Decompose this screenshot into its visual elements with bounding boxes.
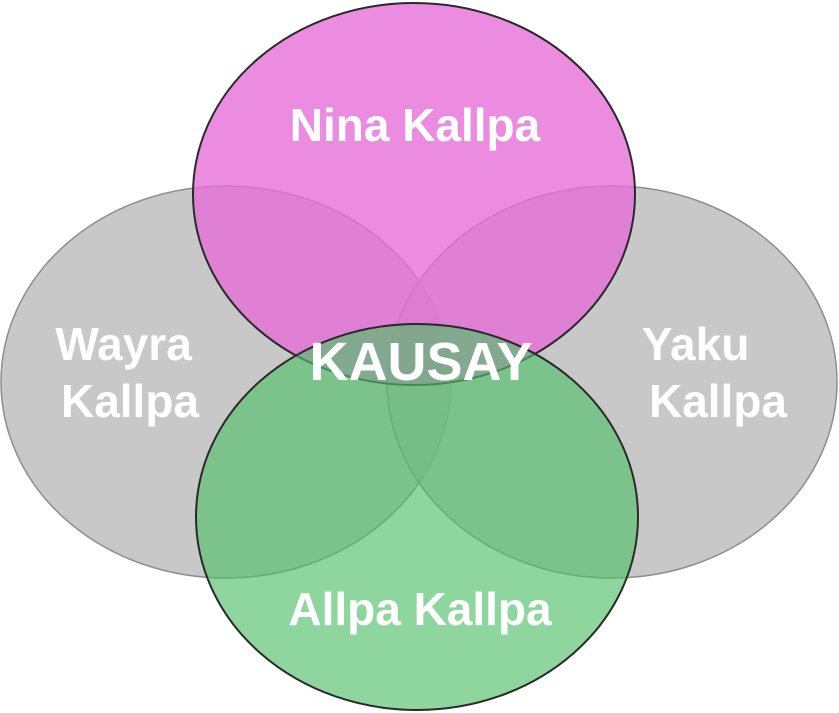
label-nina-kallpa: Nina Kallpa <box>290 99 541 151</box>
label-yaku-line-2: Kallpa <box>649 375 787 427</box>
label-kausay: KAUSAY <box>309 332 532 392</box>
label-wayra-kallpa: Wayra Kallpa <box>55 318 204 427</box>
label-wayra-line-2: Kallpa <box>61 375 199 427</box>
label-wayra-line-1: Wayra <box>55 318 192 370</box>
label-yaku-line-1: Yaku <box>642 318 749 370</box>
circle-allpa-kallpa <box>195 323 639 711</box>
label-yaku-kallpa: Yaku Kallpa <box>642 318 788 427</box>
label-allpa-kallpa: Allpa Kallpa <box>288 583 552 635</box>
